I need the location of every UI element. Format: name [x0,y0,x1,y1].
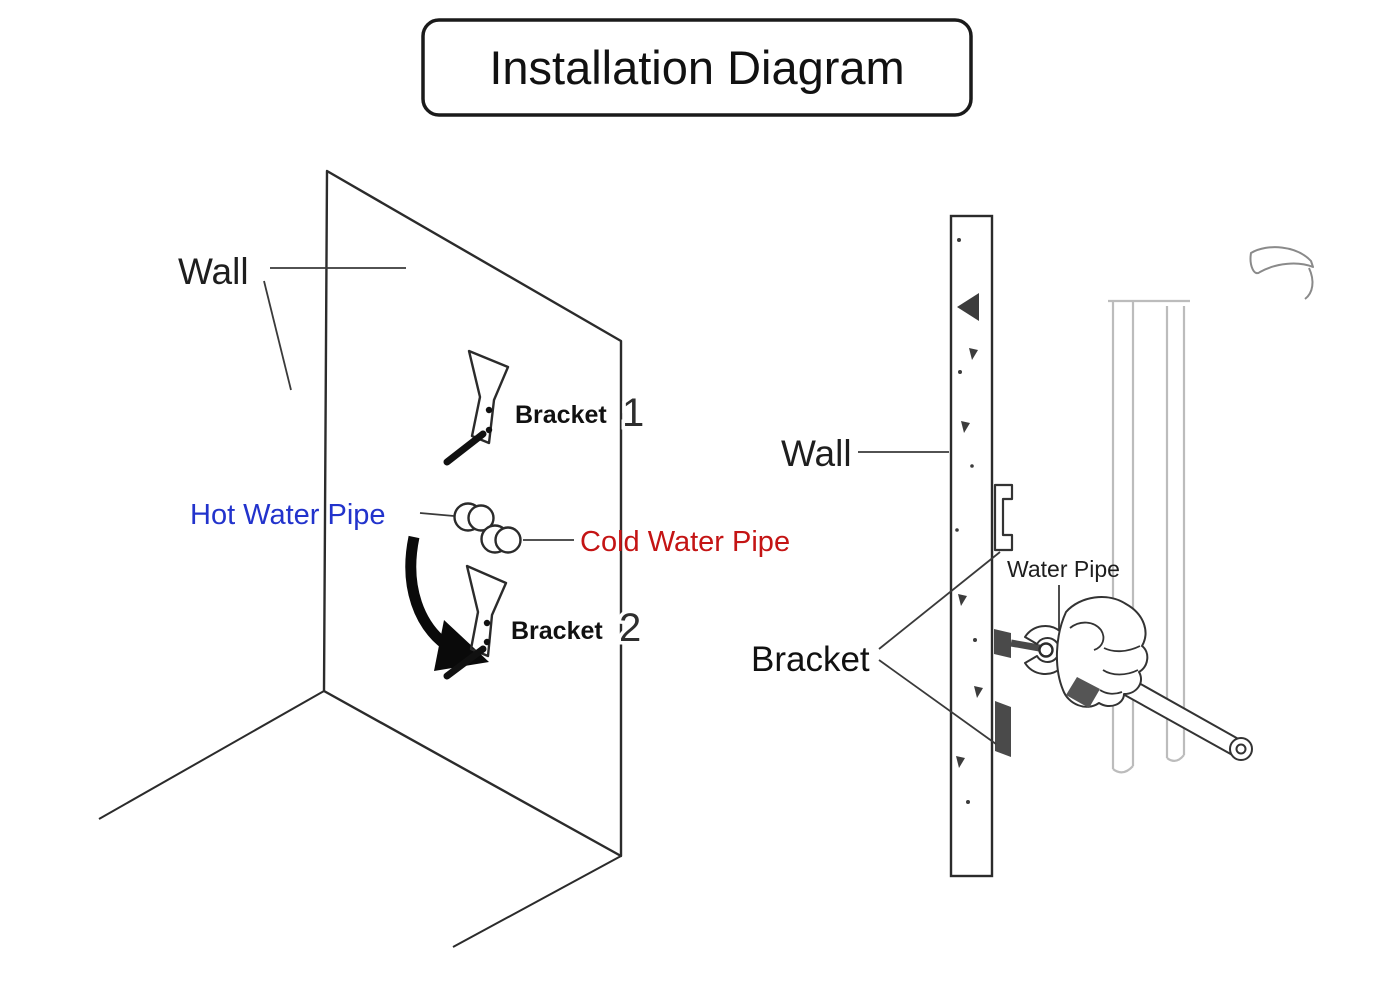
bracket-1-screw-hole-bottom [485,426,493,434]
background-pipe-1-bottom [1112,765,1134,774]
shower-head [1249,246,1314,300]
floor-edge-left [98,690,325,820]
cold-water-pipe-label: Cold Water Pipe [580,526,790,558]
wall-texture-triangle [961,421,970,433]
shower-head-body [1249,246,1314,275]
wall-label-front: Wall [178,251,249,292]
wall-texture-triangle [956,756,965,768]
wall-speck [957,238,961,242]
background-pipe-2-bottom [1166,754,1185,762]
side-bracket-lower [995,701,1011,757]
bracket-1-screw [443,430,487,466]
wall-texture-triangle [958,594,967,606]
cold-water-pipe-drawing [480,524,522,554]
bracket-leader-upper [878,551,1001,650]
bracket-2-screw-hole-bottom [483,638,491,646]
shower-head-edge [1304,267,1314,300]
title-box: Installation Diagram [421,18,973,117]
wrench-ring-hole [1235,743,1247,755]
bracket-2-label: Bracket [511,617,603,645]
title-border [421,18,973,117]
hot-pipe-circle-front [467,504,495,532]
step-number-1: 1 [622,391,644,435]
wall-texture-triangle-large [957,293,979,321]
side-bracket-middle [994,629,1011,658]
bracket-1-shape [467,349,510,445]
bracket-2-screw [443,645,487,680]
bracket-2-shape [465,564,508,658]
water-pipe-label: Water Pipe [1007,556,1120,582]
bracket-1-screw-hole-top [485,406,493,414]
wall-leader-line-2 [263,280,292,391]
wall-label-side: Wall [781,433,852,474]
wall-texture-triangle [969,348,978,360]
hand-finger-line-1 [1103,645,1141,653]
wall-speck [973,638,977,642]
bracket-side-label: Bracket [751,640,870,679]
hand [1055,596,1149,708]
hand-thumb-line [1069,621,1105,651]
wall-side-outline [949,214,994,878]
bracket-leader-lower [878,659,997,745]
pipe-fitting [1038,642,1054,658]
front-view: Wall Bracket 1 Hot Water [98,169,790,948]
wall-speck [958,370,962,374]
page-title: Installation Diagram [489,41,904,94]
hot-water-pipe-drawing [453,502,495,532]
bracket-2-screw-hole-top [483,619,491,627]
cold-pipe-circle-front [494,526,522,554]
bracket-1-drawing [443,349,510,466]
bracket-2-drawing [443,564,508,680]
hot-water-pipe-label: Hot Water Pipe [190,499,386,531]
wall-texture [955,238,983,804]
wall-speck [955,528,959,532]
hand-finger-line-3 [1099,689,1123,695]
wall-texture-triangle [974,686,983,698]
wall-speck [970,464,974,468]
hand-finger-line-2 [1102,669,1139,676]
side-view: Wall Bracket Water Pipe [751,214,1314,878]
floor-edge-right [452,855,622,948]
side-bracket-upper [993,483,1014,552]
step-number-2: 2 [619,606,641,650]
wall-speck [966,800,970,804]
hand-sleeve-shadow [1066,677,1100,708]
hot-pipe-leader-line [419,512,455,517]
bracket-1-label: Bracket [515,401,607,429]
